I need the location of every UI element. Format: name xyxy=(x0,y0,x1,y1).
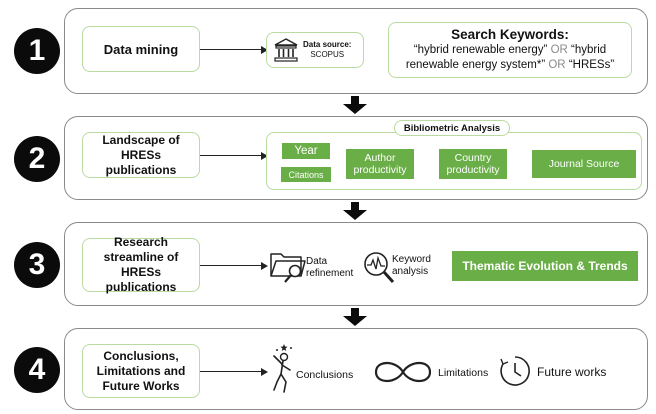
bibliometric-analysis-label-box: Bibliometric Analysis xyxy=(394,120,510,136)
chip-year: Year xyxy=(282,143,330,159)
folder-search-icon xyxy=(270,253,306,283)
chip-country-productivity: Country productivity xyxy=(439,149,507,179)
keyword-hress: “HRESs” xyxy=(568,59,615,71)
keyword-analysis-icon xyxy=(364,252,395,284)
data-source-label: Data source: xyxy=(303,40,352,49)
keyword-analysis-label: Keyword analysis xyxy=(392,254,431,277)
search-keywords-box: Search Keywords: “hybrid renewable energ… xyxy=(388,22,632,78)
step-2-title: Landscape of HRESs publications xyxy=(102,132,180,177)
or-operator-1: OR xyxy=(550,44,568,56)
data-refinement-label: Data refinement xyxy=(306,256,354,279)
step-4-title: Conclusions, Limitations and Future Work… xyxy=(96,348,186,393)
data-source-value: SCOPUS xyxy=(310,50,345,59)
chip-author-productivity: Author productivity xyxy=(346,149,414,179)
or-operator-2: OR xyxy=(548,59,566,71)
conclusions-label: Conclusions xyxy=(296,369,354,381)
step-3-title-box: Research streamline of HRESs publication… xyxy=(82,235,200,294)
down-arrow-1 xyxy=(343,96,367,114)
step-2-number: 2 xyxy=(14,136,60,182)
step-1-number: 1 xyxy=(14,28,60,74)
step-3-number: 3 xyxy=(14,242,60,288)
step-4-arrow xyxy=(200,367,268,376)
step-1-title: Data mining xyxy=(103,41,179,57)
future-works-label: Future works xyxy=(537,365,607,379)
chip-journal-source: Journal Source xyxy=(532,150,636,178)
step-1-arrow xyxy=(200,45,268,54)
infinity-icon xyxy=(374,361,432,383)
keywords-title: Search Keywords: xyxy=(451,27,569,42)
down-arrow-3 xyxy=(343,308,367,326)
thematic-evolution-trends: Thematic Evolution & Trends xyxy=(452,251,638,281)
chip-citations: Citations xyxy=(281,167,331,182)
keyword-hybrid-start: “hybrid xyxy=(571,44,607,56)
person-celebrating-icon xyxy=(273,344,292,393)
step-3-arrow xyxy=(200,261,268,270)
step-4-number: 4 xyxy=(14,347,60,393)
step-1-title-box: Data mining xyxy=(82,26,200,72)
bibliometric-analysis-label: Bibliometric Analysis xyxy=(403,122,501,134)
limitations-label: Limitations xyxy=(438,367,489,379)
down-arrow-2 xyxy=(343,202,367,220)
step-2-title-box: Landscape of HRESs publications xyxy=(82,132,200,178)
bank-icon xyxy=(274,38,298,62)
keyword-hybrid-renewable-energy: “hybrid renewable energy” xyxy=(413,44,548,56)
clock-icon xyxy=(500,356,530,386)
step-4-title-box: Conclusions, Limitations and Future Work… xyxy=(82,344,200,398)
keyword-renewable-energy-system: renewable energy system*” xyxy=(405,59,546,71)
step-2-arrow xyxy=(200,151,268,160)
data-source-box: Data source: SCOPUS xyxy=(266,32,364,68)
step-3-title: Research streamline of HRESs publication… xyxy=(103,235,179,294)
